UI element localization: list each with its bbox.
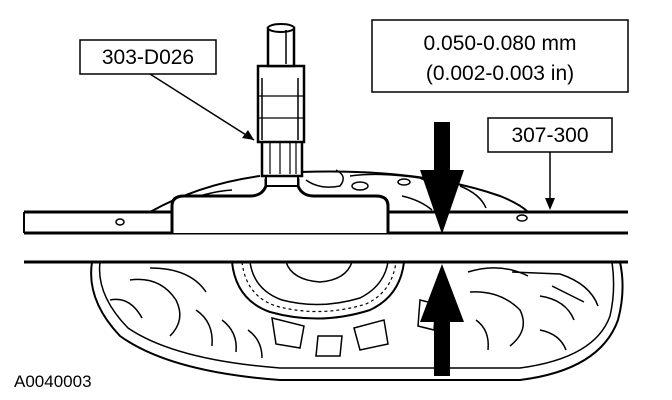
pump-passages-left <box>109 267 389 359</box>
pump-gear <box>231 261 405 320</box>
figure-id: A0040003 <box>14 372 92 391</box>
pump-upper <box>149 169 529 213</box>
callout-307-300: 307-300 <box>487 117 613 153</box>
clearance-arrow-down <box>420 122 464 234</box>
callout-303-D026-text: 303-D026 <box>102 46 194 69</box>
spec-imperial: (0.002-0.003 in) <box>426 62 574 85</box>
clearance-spec: 0.050-0.080 mm (0.002-0.003 in) <box>371 19 629 93</box>
callout-307-300-text: 307-300 <box>511 124 588 147</box>
pump-body <box>90 261 624 381</box>
callout-303-D026: 303-D026 <box>79 39 217 75</box>
spec-metric: 0.050-0.080 mm <box>424 32 577 55</box>
depth-micrometer <box>170 23 390 233</box>
leader-lines <box>149 73 555 210</box>
clearance-arrow-up <box>420 264 464 376</box>
